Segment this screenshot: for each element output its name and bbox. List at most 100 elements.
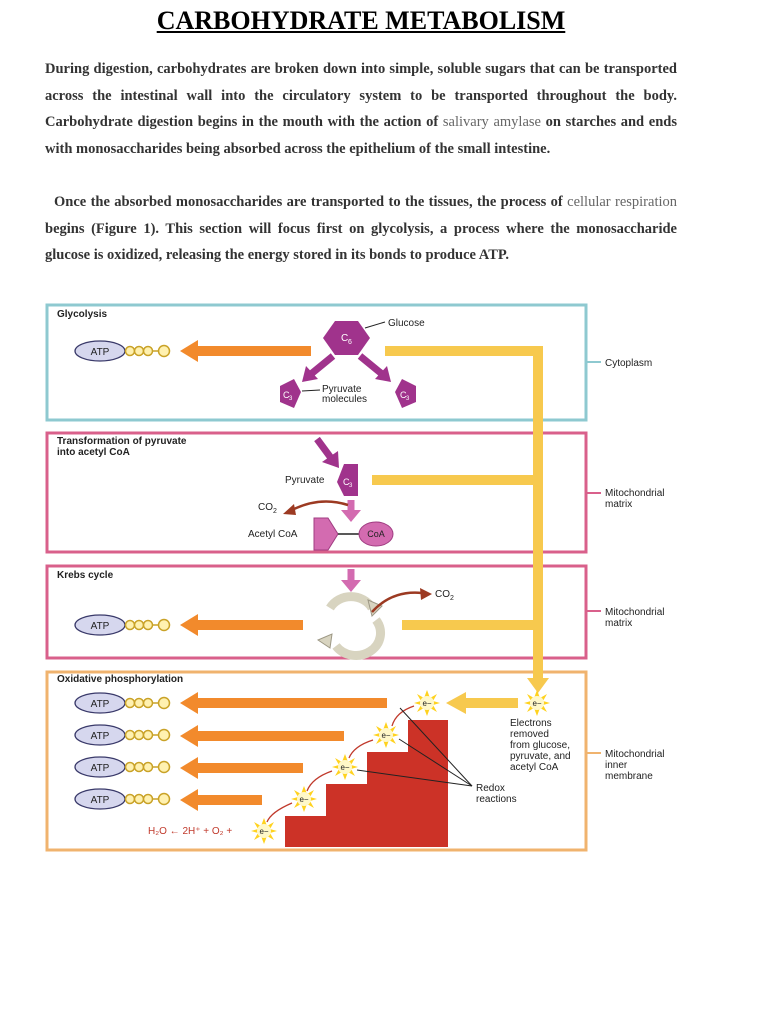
- atp-label: ATP: [91, 347, 110, 358]
- redox-line-1: [399, 707, 473, 787]
- krebs-heading: Krebs cycle: [57, 570, 114, 581]
- electron-symbol: e−: [532, 699, 541, 708]
- pyruvate-c3-symbol: C: [343, 477, 350, 487]
- electrons-note-2: removed: [510, 729, 549, 740]
- salivary-amylase-term: salivary amylase: [442, 114, 541, 131]
- co2-release-arrow: [291, 500, 349, 512]
- glucose-c-symbol: C: [341, 333, 348, 344]
- pyruvate-right-c-symbol: C: [400, 390, 407, 400]
- atp-molecule-icon: [74, 788, 171, 810]
- oxphos-orange-arrowhead-3: [180, 757, 198, 779]
- respiration-text-end: begins (Figure 1). This section will foc…: [45, 220, 677, 264]
- atp-label: ATP: [91, 795, 110, 806]
- respiration-text-start: Once the absorbed monosaccharides are tr…: [54, 194, 568, 210]
- krebs-co2-arrowhead: [420, 588, 432, 600]
- krebs-cycle-icon-top: [326, 592, 376, 611]
- pyruvate-label: Pyruvate: [285, 475, 325, 486]
- redox-label-1: Redox: [476, 783, 505, 794]
- glycolysis-heading: Glycolysis: [57, 309, 107, 320]
- co2-label-2: CO2: [435, 589, 454, 602]
- atp-label: ATP: [91, 621, 110, 632]
- intro-text-end: on starches and ends with monosaccharide…: [45, 114, 677, 158]
- split-arrowhead-left: [302, 366, 318, 382]
- oxphos-orange-arrowhead-2: [180, 725, 198, 747]
- pyruvate-c3-icon: [337, 464, 358, 496]
- atp-label: ATP: [91, 763, 110, 774]
- electron-transport-staircase: [285, 720, 448, 847]
- acetyl-formation-arrowhead: [341, 510, 361, 522]
- water-formation-equation: H₂O ← 2H⁺ + O₂ +: [148, 826, 232, 837]
- krebs-orange-arrow: [196, 620, 303, 630]
- atp-molecule-icon: [74, 340, 171, 362]
- pyruvate-left-c-subscript: 3: [289, 396, 293, 402]
- intro-paragraph: During digestion, carbohydrates are brok…: [45, 56, 677, 163]
- cytoplasm-label: Cytoplasm: [605, 358, 652, 369]
- atp-molecule-icon: [74, 614, 171, 636]
- page-title: CARBOHYDRATE METABOLISM: [156, 6, 566, 35]
- mitochondrial-matrix-label-1a: Mitochondrial: [605, 488, 664, 499]
- electron-symbol: e−: [340, 763, 349, 772]
- mitochondrial-matrix-label-2a: Mitochondrial: [605, 607, 664, 618]
- acetyl-group-icon: [313, 517, 339, 551]
- pyruvate-molecules-label-1: Pyruvate: [322, 384, 362, 395]
- electrons-note-5: acetyl CoA: [510, 762, 559, 773]
- acetyl-entry-arrowhead: [341, 580, 361, 592]
- yellow-flow-arrowhead: [527, 678, 549, 693]
- redox-label-2: reactions: [476, 794, 517, 805]
- pyruvate-c3-subscript: 3: [349, 483, 353, 489]
- electron-hop-2: [348, 739, 374, 759]
- glucose-hexagon-icon: [323, 321, 370, 355]
- mitochondrial-matrix-label-2b: matrix: [605, 618, 632, 629]
- electron-symbol: e−: [381, 731, 390, 740]
- inner-membrane-label-a: Mitochondrial: [605, 749, 664, 760]
- atp-molecule-icon: [74, 692, 171, 714]
- pyruvate-molecules-label-2: molecules: [322, 394, 367, 405]
- intro-text-start: During digestion, carbohydrates are brok…: [45, 61, 677, 131]
- electrons-note-3: from glucose,: [510, 740, 570, 751]
- krebs-co2-arrow: [371, 591, 423, 613]
- atp-molecule-icon: [74, 756, 171, 778]
- split-arrow-left: [308, 353, 336, 377]
- respiration-paragraph: Once the absorbed monosaccharides are tr…: [45, 189, 677, 269]
- electron-hop-4: [266, 802, 293, 823]
- glycolysis-orange-arrow: [196, 346, 311, 356]
- pyruvate-right-icon: [395, 379, 416, 408]
- inner-membrane-label-c: membrane: [605, 771, 653, 782]
- coa-icon: [358, 521, 394, 547]
- oxphos-orange-arrowhead-4: [180, 789, 198, 811]
- split-arrow-right: [357, 353, 385, 377]
- yellow-oxphos-arrowhead: [446, 692, 466, 714]
- glycolysis-box: [45, 303, 588, 422]
- electrons-note-1: Electrons: [510, 718, 552, 729]
- coa-label: CoA: [367, 529, 385, 539]
- krebs-orange-arrowhead: [180, 614, 198, 636]
- oxphos-orange-arrow-4: [196, 795, 262, 805]
- oxphos-orange-arrow-2: [196, 731, 344, 741]
- electron-symbol: e−: [299, 795, 308, 804]
- electrons-note-4: pyruvate, and: [510, 751, 571, 762]
- co2-label-1: CO2: [258, 502, 277, 515]
- glucose-leader: [364, 321, 386, 329]
- cellular-respiration-term: cellular respiration: [567, 194, 677, 210]
- oxidative-phosphorylation-box: [45, 670, 588, 852]
- oxphos-orange-arrow-1: [196, 698, 387, 708]
- glucose-label: Glucose: [388, 318, 425, 329]
- pyruvate-entry-arrow: [314, 436, 334, 461]
- transformation-heading-1: Transformation of pyruvate: [57, 436, 187, 447]
- electron-symbol: e−: [422, 699, 431, 708]
- electron-hop-1: [391, 705, 415, 727]
- electron-symbol: e−: [259, 827, 268, 836]
- pyruvate-entry-arrowhead: [322, 451, 339, 468]
- pyruvate-leader: [301, 389, 321, 392]
- inner-membrane-label-b: inner: [605, 760, 628, 771]
- transformation-heading-2: into acetyl CoA: [57, 447, 130, 458]
- krebs-cycle-box: [45, 564, 588, 660]
- acetyl-coa-label: Acetyl CoA: [248, 529, 298, 540]
- krebs-cycle-arrowhead-2: [316, 633, 333, 649]
- glucose-c-subscript: 6: [348, 339, 352, 346]
- oxphos-heading: Oxidative phosphorylation: [57, 674, 183, 685]
- mitochondrial-matrix-label-1b: matrix: [605, 499, 632, 510]
- electron-hop-3: [306, 770, 333, 792]
- redox-line-2: [398, 738, 473, 787]
